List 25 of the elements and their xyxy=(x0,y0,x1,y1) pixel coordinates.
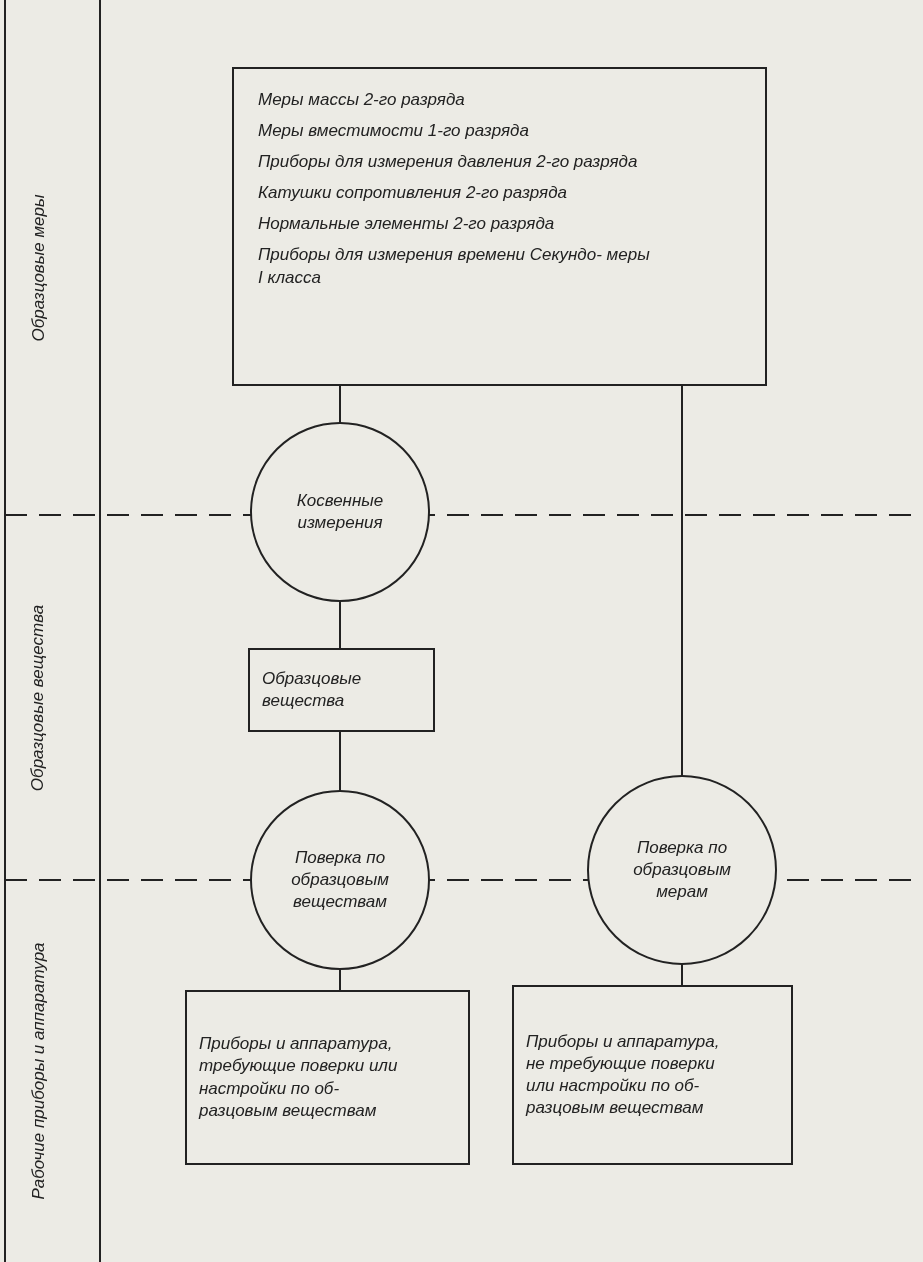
band-label: Рабочие приборы и аппаратура xyxy=(28,942,49,1200)
node-text: Образцовые вещества xyxy=(262,667,363,712)
connector-line xyxy=(339,601,341,649)
node-text: Меры вместимости 1-го разряда xyxy=(258,120,530,143)
node-text: Катушки сопротивления 2-го разряда xyxy=(258,182,568,205)
node-text: Поверка по образцовым веществам xyxy=(290,846,390,914)
connector-line xyxy=(339,731,341,791)
node-text: Нормальные элементы 2-го разряда xyxy=(258,213,556,236)
node-text: Приборы и аппаратура, не требующие поверки или настройки по об- разцовым веществам xyxy=(526,1030,721,1120)
node-box xyxy=(232,67,767,386)
node-text: Приборы для измерения времени Секундо- меры I класса xyxy=(258,244,651,289)
band-label: Образцовые меры xyxy=(28,194,48,341)
node-text: Косвенные измерения xyxy=(295,489,385,534)
connector-line xyxy=(339,385,341,423)
band-label: Образцовые вещества xyxy=(28,604,49,791)
process-box xyxy=(512,985,793,1165)
node-text: Меры массы 2-го разряда xyxy=(258,89,466,111)
connector-line xyxy=(339,969,341,991)
node-text: Поверка по образцовым мерам xyxy=(632,836,732,904)
process-box xyxy=(185,990,470,1165)
connector-line xyxy=(681,385,683,776)
connector-line xyxy=(681,964,683,986)
node-text: Приборы и аппаратура, требующие поверки или настройки по об- разцовым веществам xyxy=(199,1033,399,1122)
process-box xyxy=(248,648,435,732)
node-text: Приборы для измерения давления 2-го разряда xyxy=(258,151,639,174)
